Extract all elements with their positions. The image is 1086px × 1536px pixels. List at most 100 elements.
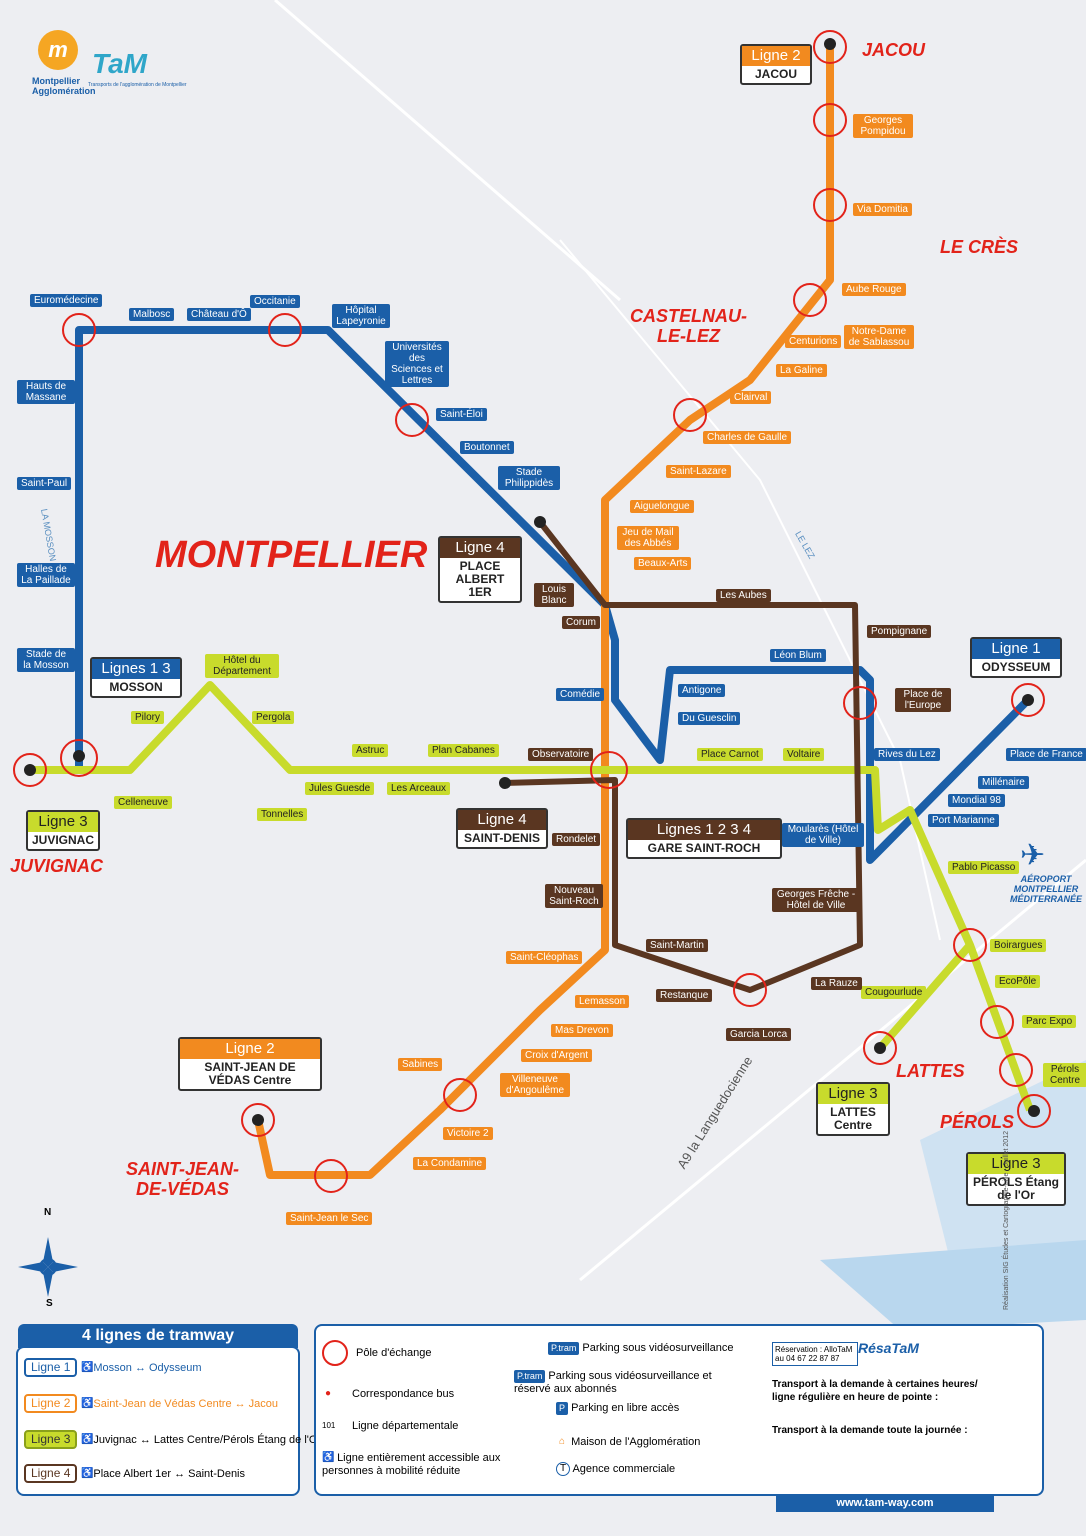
station-parc-expo[interactable]: Parc Expo — [1022, 1015, 1077, 1028]
station-saint-paul[interactable]: Saint-Paul — [17, 477, 72, 490]
station-perols-centre[interactable]: Pérols Centre — [1043, 1063, 1086, 1087]
legend-pole-echange: Pôle d'échange — [322, 1340, 432, 1366]
station-antigone[interactable]: Antigone — [678, 684, 726, 697]
station-restanque[interactable]: Restanque — [656, 989, 713, 1002]
station-plan-cabanes[interactable]: Plan Cabanes — [428, 744, 499, 757]
station-victoire-2[interactable]: Victoire 2 — [443, 1127, 493, 1140]
station-voltaire[interactable]: Voltaire — [783, 748, 825, 761]
legend-title: 4 lignes de tramway — [18, 1324, 298, 1348]
city-castelnau: CASTELNAU- LE-LEZ — [630, 306, 747, 346]
station-occitanie[interactable]: Occitanie — [250, 295, 300, 308]
station-beaux-arts[interactable]: Beaux-Arts — [634, 557, 692, 570]
compass-north: N — [44, 1207, 52, 1218]
station-place-de-france[interactable]: Place de France — [1006, 748, 1086, 761]
station-rives-du-lez[interactable]: Rives du Lez — [874, 748, 940, 761]
station-jeu-de-mail[interactable]: Jeu de Mail des Abbés — [617, 526, 679, 550]
station-comedie[interactable]: Comédie — [556, 688, 605, 701]
station-garcia-lorca[interactable]: Garcia Lorca — [726, 1028, 792, 1041]
station-centurions[interactable]: Centurions — [785, 335, 842, 348]
station-astruc[interactable]: Astruc — [352, 744, 389, 757]
wheelchair-icon: ♿ — [81, 1398, 94, 1410]
station-place-europe[interactable]: Place de l'Europe — [895, 688, 951, 712]
station-aiguelongue[interactable]: Aiguelongue — [630, 500, 694, 513]
station-rondelet[interactable]: Rondelet — [552, 833, 601, 846]
station-du-guesclin[interactable]: Du Guesclin — [678, 712, 741, 725]
station-la-rauze[interactable]: La Rauze — [811, 977, 862, 990]
station-lemasson[interactable]: Lemasson — [575, 995, 630, 1008]
legend-lines-box — [16, 1346, 300, 1496]
station-nouveau-saint-roch[interactable]: Nouveau Saint-Roch — [545, 884, 603, 908]
station-la-condamine[interactable]: La Condamine — [413, 1157, 487, 1170]
station-cougourlude[interactable]: Cougourlude — [861, 986, 927, 999]
station-hopital-lapeyronie[interactable]: Hôpital Lapeyronie — [332, 304, 390, 328]
station-corum[interactable]: Corum — [562, 616, 601, 629]
station-mondial-98[interactable]: Mondial 98 — [948, 794, 1005, 807]
station-hauts-de-massane[interactable]: Hauts de Massane — [17, 380, 75, 404]
ptram-abonnes-icon: P.tram — [514, 1370, 546, 1383]
station-les-arceaux[interactable]: Les Arceaux — [387, 782, 451, 795]
tam-logo: TaM — [92, 48, 147, 79]
station-pompignane[interactable]: Pompignane — [867, 625, 932, 638]
station-halles-paillade[interactable]: Halles de La Paillade — [17, 563, 75, 587]
parking-icon: P — [556, 1402, 569, 1415]
website-link[interactable]: www.tam-way.com — [776, 1494, 994, 1512]
station-port-marianne[interactable]: Port Marianne — [928, 814, 999, 827]
station-universites[interactable]: Universités des Sciences et Lettres — [385, 341, 449, 387]
station-saint-martin[interactable]: Saint-Martin — [646, 939, 708, 952]
station-charles-de-gaulle[interactable]: Charles de Gaulle — [703, 431, 792, 444]
legend-agence: T Agence commerciale — [556, 1462, 675, 1476]
station-aube-rouge[interactable]: Aube Rouge — [842, 283, 906, 296]
station-saint-lazare[interactable]: Saint-Lazare — [666, 465, 731, 478]
station-jules-guesde[interactable]: Jules Guesde — [305, 782, 375, 795]
station-clairval[interactable]: Clairval — [730, 391, 772, 404]
station-saint-eloi[interactable]: Saint-Éloi — [436, 408, 487, 421]
station-mas-drevon[interactable]: Mas Drevon — [551, 1024, 613, 1037]
station-stade-mosson[interactable]: Stade de la Mosson — [17, 648, 75, 672]
station-leon-blum[interactable]: Léon Blum — [770, 649, 826, 662]
station-place-carnot[interactable]: Place Carnot — [697, 748, 763, 761]
station-louis-blanc[interactable]: Louis Blanc — [534, 583, 574, 607]
station-croix-dargent[interactable]: Croix d'Argent — [521, 1049, 593, 1062]
station-sabines[interactable]: Sabines — [398, 1058, 443, 1071]
station-saint-jean-le-sec[interactable]: Saint-Jean le Sec — [286, 1212, 373, 1225]
legend-correspondance: ●Correspondance bus — [322, 1388, 454, 1401]
station-euromedecine[interactable]: Euromédecine — [30, 294, 103, 307]
station-georges-freche[interactable]: Georges Frêche - Hôtel de Ville — [772, 888, 860, 912]
station-villeneuve-dangouleme[interactable]: Villeneuve d'Angoulême — [500, 1073, 570, 1097]
station-georges-pompidou[interactable]: Georges Pompidou — [853, 114, 913, 138]
station-millenaire[interactable]: Millénaire — [978, 776, 1029, 789]
station-observatoire[interactable]: Observatoire — [528, 748, 594, 761]
legend-line-2: Ligne 2♿Saint-Jean de Védas Centre ↔ Jac… — [24, 1394, 278, 1413]
station-pergola[interactable]: Pergola — [252, 711, 295, 724]
station-malbosc[interactable]: Malbosc — [129, 308, 175, 321]
station-celleneuve[interactable]: Celleneuve — [114, 796, 173, 809]
legend-symbols-box — [314, 1324, 1044, 1496]
station-la-galine[interactable]: La Galine — [776, 364, 827, 377]
station-stade-philippides[interactable]: Stade Philippidès — [498, 466, 560, 490]
station-boutonnet[interactable]: Boutonnet — [460, 441, 514, 454]
station-via-domitia[interactable]: Via Domitia — [853, 203, 912, 216]
city-saint-jean-de-vedas: SAINT-JEAN- DE-VÉDAS — [126, 1159, 240, 1199]
station-tonnelles[interactable]: Tonnelles — [257, 808, 308, 821]
station-notre-dame-sablassou[interactable]: Notre-Dame de Sablassou — [844, 325, 914, 349]
station-boirargues[interactable]: Boirargues — [990, 939, 1047, 952]
station-pablo-picasso[interactable]: Pablo Picasso — [948, 861, 1020, 874]
station-moulares[interactable]: Moularès (Hôtel de Ville) — [782, 823, 864, 847]
station-saint-cleophas[interactable]: Saint-Cléophas — [506, 951, 583, 964]
station-les-aubes[interactable]: Les Aubes — [716, 589, 771, 602]
station-hotel-du-departement[interactable]: Hôtel du Département — [205, 654, 279, 678]
station-pilory[interactable]: Pilory — [131, 711, 165, 724]
station-ecopole[interactable]: EcoPôle — [995, 975, 1041, 988]
station-chateau-do[interactable]: Château d'Ô — [187, 308, 251, 321]
